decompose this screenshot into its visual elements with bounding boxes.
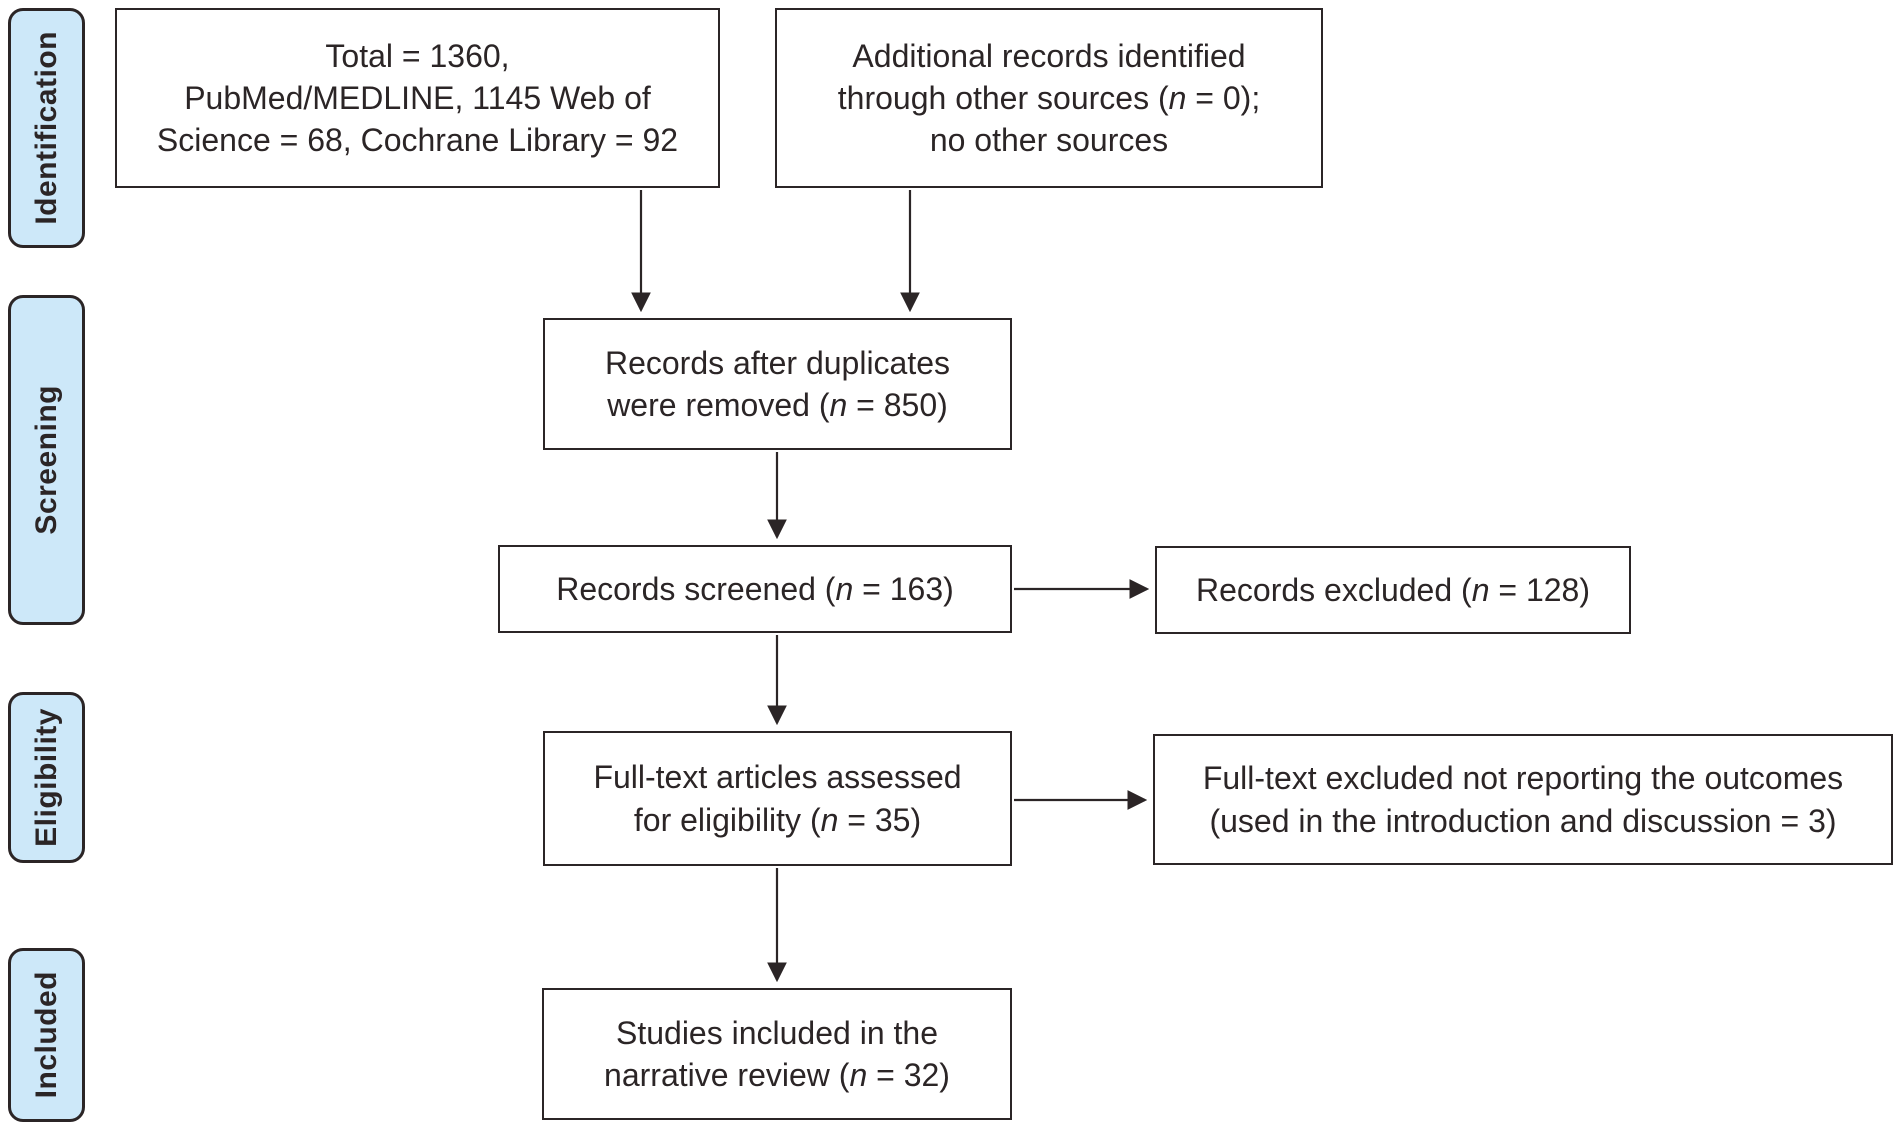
stage-label-included-text: Included	[29, 971, 63, 1099]
box-records-screened-text: Records screened (n = 163)	[556, 570, 954, 607]
stage-label-screening-text: Screening	[29, 385, 63, 535]
stage-label-identification: Identification	[8, 8, 85, 248]
stage-label-included: Included	[8, 948, 85, 1122]
box-records-excluded: Records excluded (n = 128)	[1155, 546, 1631, 634]
box-records-screened: Records screened (n = 163)	[498, 545, 1012, 633]
box-fulltext-excluded-text: Full-text excluded not reporting the out…	[1202, 760, 1844, 839]
stage-label-eligibility-text: Eligibility	[29, 708, 63, 847]
box-fulltext-excluded: Full-text excluded not reporting the out…	[1153, 734, 1893, 865]
box-records-identified: Total = 1360,PubMed/MEDLINE, 1145 Web of…	[115, 8, 720, 188]
stage-label-eligibility: Eligibility	[8, 692, 85, 863]
box-records-excluded-text: Records excluded (n = 128)	[1196, 571, 1590, 608]
stage-label-identification-text: Identification	[29, 31, 63, 225]
box-records-identified-text: Total = 1360,PubMed/MEDLINE, 1145 Web of…	[156, 37, 679, 159]
stage-label-screening: Screening	[8, 295, 85, 625]
